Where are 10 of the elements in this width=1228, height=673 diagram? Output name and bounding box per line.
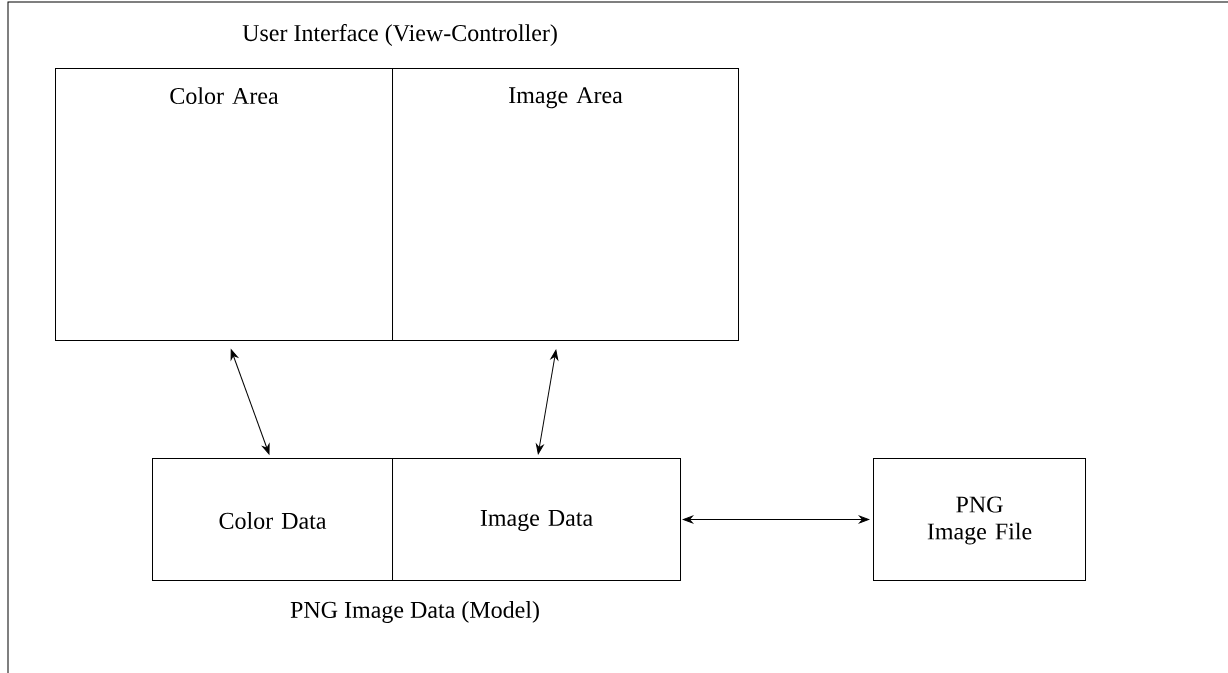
box: Image Data [392,458,681,581]
arrow [535,349,559,455]
group-label: User Interface (View-Controller) [242,24,557,46]
arrow [682,515,870,524]
arrow [230,349,270,455]
box: Image Area [392,68,739,341]
box: Color Area [55,68,393,341]
group-label: PNG Image Data (Model) [290,601,539,623]
box: Color Data [152,458,393,581]
box: PNG Image File [873,458,1086,581]
